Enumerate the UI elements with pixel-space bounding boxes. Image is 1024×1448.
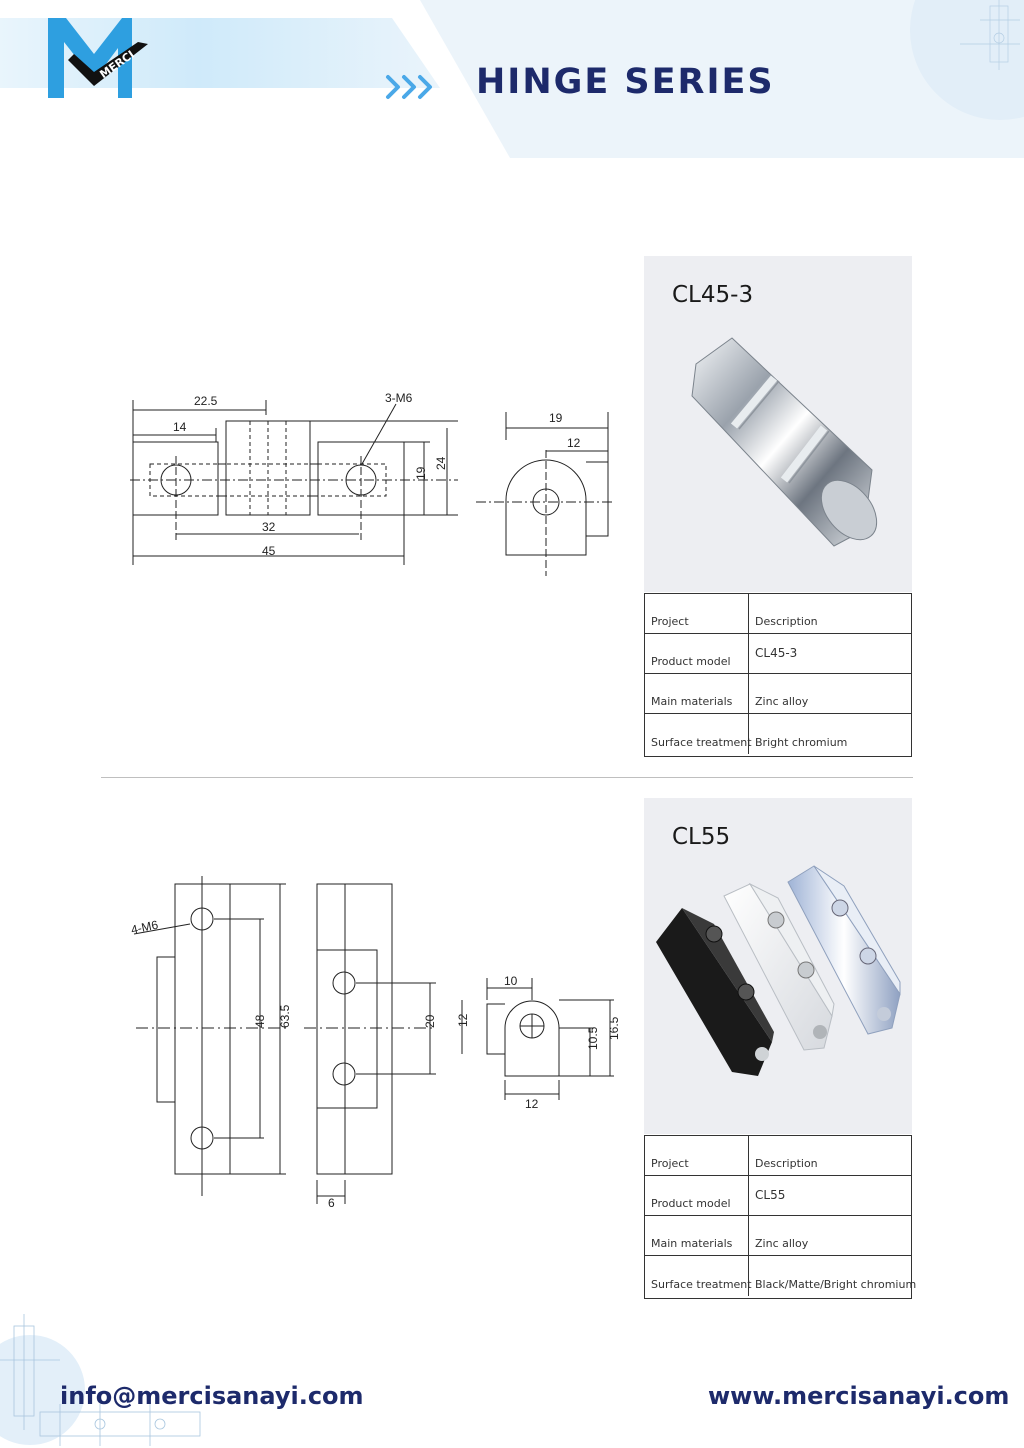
spec-materials-label: Main materials	[645, 1216, 749, 1255]
spec-surface-label: Surface treatment	[645, 1256, 752, 1296]
spec-materials-value: Zinc alloy	[755, 1237, 809, 1250]
dim-6: 6	[328, 1196, 335, 1210]
dim-14: 14	[173, 420, 187, 434]
cl45-3-product-card: CL45-3	[644, 256, 912, 592]
cl45-3-spec-table: Project Description Product model CL45-3…	[644, 593, 912, 757]
cl45-3-technical-drawing: 22.5 14 3-M6 19 24 32 45 19 12	[130, 391, 612, 576]
spec-surface-value: Bright chromium	[755, 736, 848, 749]
dim-20: 20	[423, 1014, 437, 1028]
dim-10-5: 10.5	[586, 1026, 600, 1050]
spec-description-label: Description	[755, 615, 818, 628]
dim-63-5: 63.5	[278, 1004, 292, 1028]
cl55-model-title: CL55	[672, 824, 731, 850]
spec-surface-label: Surface treatment	[645, 714, 752, 754]
spec-model-row: Product model CL45-3	[645, 634, 911, 674]
merci-logo: MERCI	[48, 18, 148, 98]
dim-45: 45	[262, 544, 276, 558]
spec-model-row: Product model CL55	[645, 1176, 911, 1216]
dim-3-m6: 3-M6	[385, 391, 413, 405]
dim-12-horizontal: 12	[525, 1097, 539, 1111]
spec-model-value: CL45-3	[755, 646, 798, 660]
cl55-technical-drawing: 4-M6 48 63.5 20 6 10 12 10.5 16.5 12	[130, 876, 620, 1210]
chevrons-icon	[386, 75, 432, 99]
footer-decoration	[0, 1314, 201, 1446]
spec-materials-label: Main materials	[645, 674, 749, 713]
spec-materials-value: Zinc alloy	[755, 695, 809, 708]
dim-16-5: 16.5	[607, 1016, 620, 1040]
dim-19-vertical: 19	[414, 466, 428, 480]
spec-project-label: Project	[645, 594, 749, 633]
dim-24: 24	[434, 456, 448, 470]
spec-surface-value: Black/Matte/Bright chromium	[755, 1278, 917, 1291]
dim-12-vertical: 12	[456, 1013, 470, 1027]
spec-materials-row: Main materials Zinc alloy	[645, 1216, 911, 1256]
dim-19-horizontal: 19	[549, 411, 563, 425]
dim-10: 10	[504, 974, 518, 988]
spec-project-label: Project	[645, 1136, 749, 1175]
dim-22-5: 22.5	[194, 394, 218, 408]
spec-description-label: Description	[755, 1157, 818, 1170]
spec-surface-row: Surface treatment Black/Matte/Bright chr…	[645, 1256, 916, 1296]
dim-12: 12	[567, 436, 581, 450]
footer-email-link[interactable]: info@mercisanayi.com	[60, 1382, 364, 1410]
dim-48: 48	[253, 1014, 267, 1028]
spec-header-row: Project Description	[645, 1136, 911, 1176]
spec-header-row: Project Description	[645, 594, 911, 634]
cl45-3-model-title: CL45-3	[672, 282, 754, 308]
spec-surface-row: Surface treatment Bright chromium	[645, 714, 911, 754]
spec-materials-row: Main materials Zinc alloy	[645, 674, 911, 714]
spec-model-label: Product model	[645, 634, 749, 673]
cl55-product-card: CL55	[644, 798, 912, 1134]
cl55-spec-table: Project Description Product model CL55 M…	[644, 1135, 916, 1299]
cl45-3-product-photo	[691, 337, 878, 547]
spec-model-label: Product model	[645, 1176, 749, 1215]
section-divider	[101, 777, 913, 778]
spec-model-value: CL55	[755, 1188, 786, 1202]
footer-website-link[interactable]: www.mercisanayi.com	[708, 1382, 1010, 1410]
dim-32: 32	[262, 520, 276, 534]
page-title: HINGE SERIES	[476, 62, 775, 102]
dim-4-m6: 4-M6	[130, 917, 160, 936]
cl55-product-photo	[656, 865, 901, 1076]
